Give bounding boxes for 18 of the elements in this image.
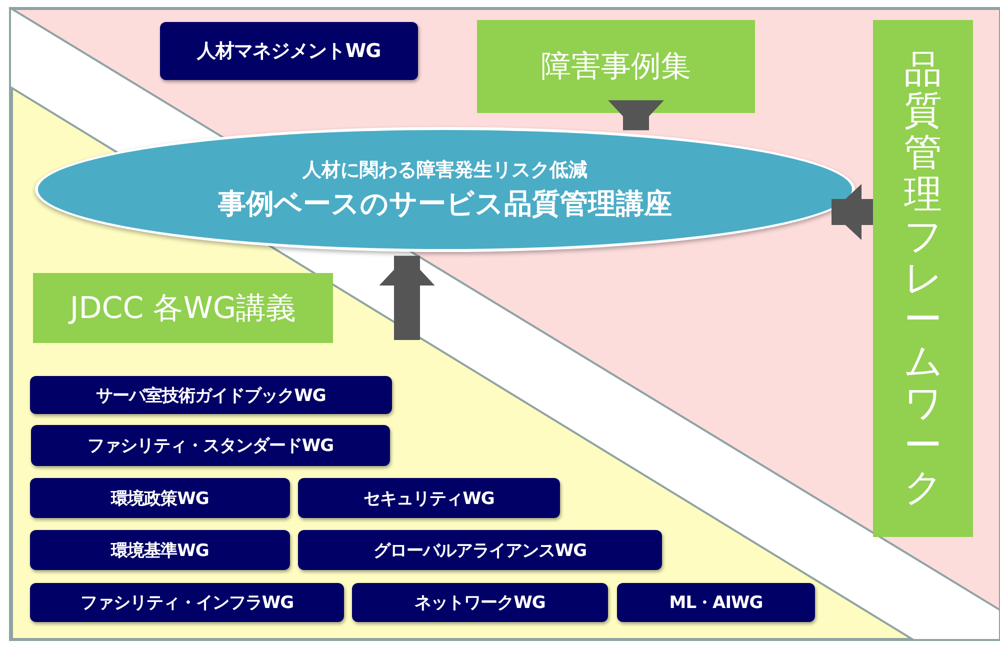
subtitle: 人材に関わる障害発生リスク低減 [302,158,588,182]
working-group-label: 環境政策WG [30,478,290,518]
course-title: 事例ベースのサービス品質管理講座 [218,186,672,222]
topic-box: JDCC 各WG講義 [33,273,333,343]
working-group-label: サーバ室技術ガイドブックWG [30,376,392,414]
block-arrow [379,256,435,340]
working-group-label: ML・AIWG [617,583,815,622]
working-group-label: ネットワークWG [352,583,608,622]
block-arrow [832,184,873,240]
topic-box: 障害事例集 [477,20,755,113]
working-group-label: セキュリティWG [298,478,560,518]
framework-bar: 品質管理フレームワーク [873,20,973,537]
block-arrow [608,100,664,130]
working-group-label: グローバルアライアンスWG [298,530,662,570]
working-group-label: ファシリティ・スタンダードWG [31,425,390,466]
working-group-label: ファシリティ・インフラWG [30,583,344,622]
working-group-label: 環境基準WG [30,530,290,570]
working-group-label: 人材マネジメントWG [160,22,418,80]
